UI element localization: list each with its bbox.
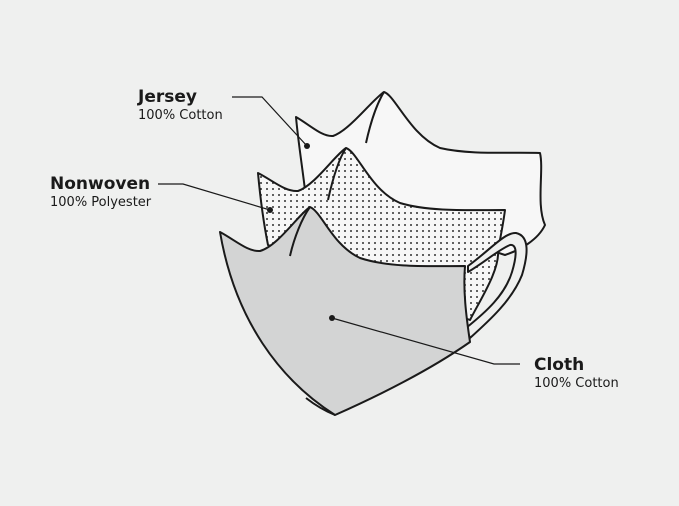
nonwoven-leader-line [158,183,271,211]
nonwoven-marker [267,207,273,213]
nonwoven-material: 100% Polyester [50,195,152,210]
nonwoven-label: Nonwoven 100% Polyester [50,174,151,212]
jersey-marker [304,143,310,149]
cloth-crease [289,206,311,257]
nonwoven-crease [327,147,347,201]
cloth-material: 100% Cotton [534,376,619,391]
jersey-crease [365,91,385,144]
jersey-label: Jersey 100% Cotton [138,87,223,125]
jersey-leader-line [232,96,308,147]
jersey-name: Jersey [138,87,197,107]
jersey-material: 100% Cotton [138,108,223,123]
cloth-marker [329,315,335,321]
cloth-layer [219,206,471,416]
cloth-name: Cloth [534,355,585,375]
chin-crease [305,397,336,416]
nonwoven-name: Nonwoven [50,174,151,194]
cloth-leader-line [331,317,520,365]
cloth-label: Cloth 100% Cotton [534,355,619,393]
